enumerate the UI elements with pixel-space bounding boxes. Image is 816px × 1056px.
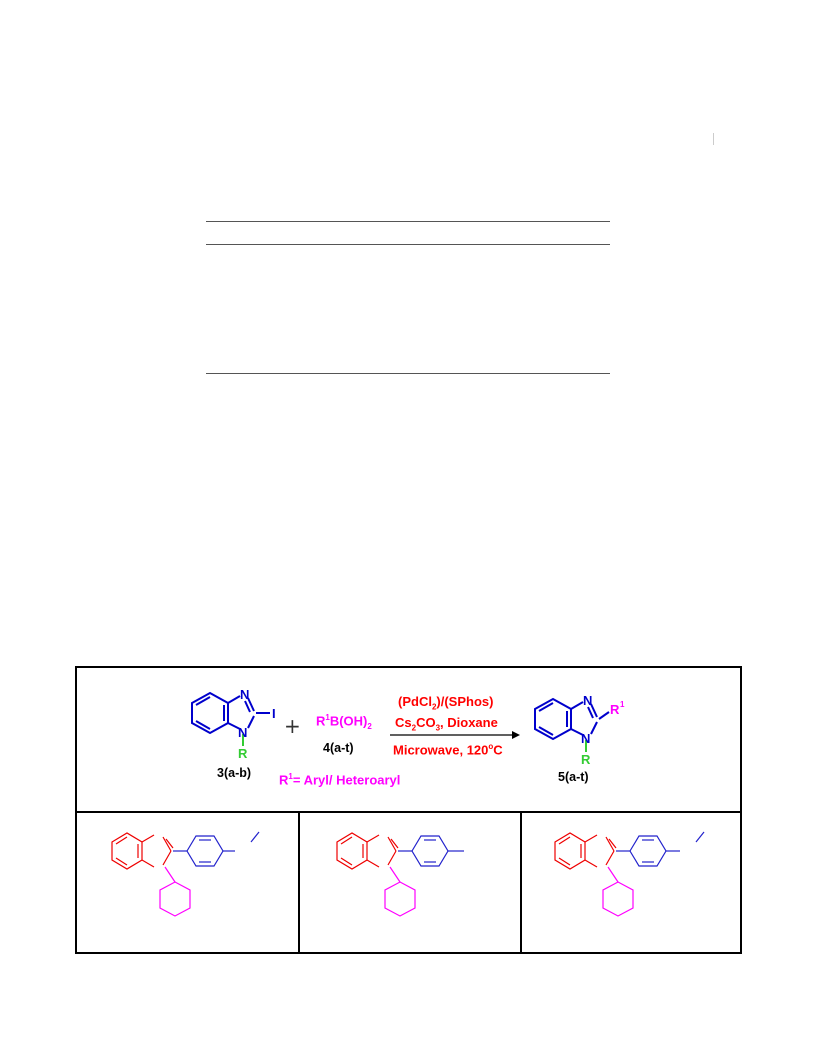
product-structure: N N R R 1	[534, 693, 625, 767]
table-bottom-rule	[206, 373, 610, 374]
example-structure-2	[336, 832, 464, 917]
product-label: 5(a-t)	[558, 770, 589, 784]
r1-definition: R1= Aryl/ Heteroaryl	[279, 772, 401, 788]
reaction-scheme-figure	[75, 666, 742, 954]
scheme-divider	[77, 811, 740, 813]
page-artifact-mark	[713, 133, 714, 145]
reactant-1-iodine: I	[272, 706, 276, 721]
condition-microwave: Microwave, 120oC	[393, 742, 503, 758]
example-structure-1	[111, 831, 260, 917]
product-r1-group: R	[610, 702, 620, 717]
product-n-top: N	[583, 693, 592, 708]
product-n-bottom: N	[581, 731, 590, 746]
reactant-2-label: 4(a-t)	[323, 741, 354, 755]
reactant-1-n-bottom: N	[238, 725, 247, 740]
reactant-1-n-top: N	[240, 687, 249, 702]
table-top-rule	[206, 221, 610, 222]
table-header-rule	[206, 244, 610, 245]
product-r1-sup: 1	[620, 700, 625, 709]
condition-catalyst: (PdCl2)/(SPhos)	[398, 694, 494, 712]
reactant-1-label: 3(a-b)	[217, 766, 252, 780]
reaction-arrow	[390, 731, 520, 739]
reactant-1-r-group: R	[238, 746, 248, 761]
cell-divider-1	[298, 811, 300, 952]
reactant-1-structure: N N R I	[191, 687, 276, 761]
example-structure-3	[554, 831, 705, 917]
condition-base-solvent: Cs2CO3, Dioxane	[395, 715, 498, 733]
product-r-group: R	[581, 752, 591, 767]
plus-sign: +	[284, 714, 301, 738]
boronic-acid-formula: R1B(OH)2	[316, 713, 372, 731]
cell-divider-2	[520, 811, 522, 952]
